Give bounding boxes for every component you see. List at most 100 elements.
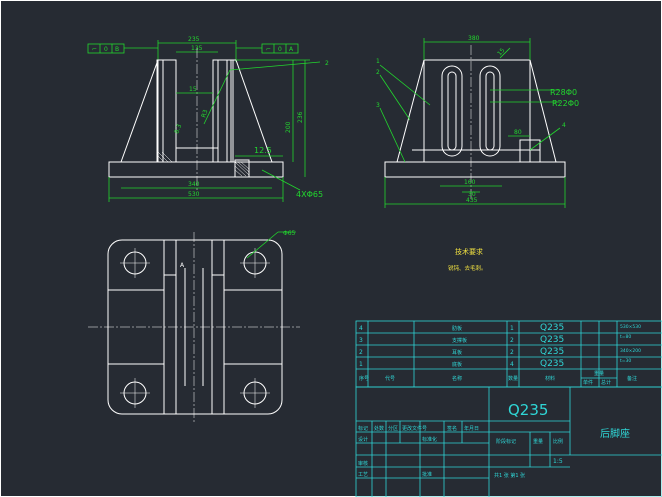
dim-small-15-text: 15 [189, 86, 197, 93]
bom-header-qty: 数量 [508, 375, 518, 382]
bom-table: 4 肋板 1 Q235 3 支撑板 2 Q235 2 耳板 2 Q235 1 底… [355, 320, 662, 388]
side-dim-right-h: 15 [496, 47, 506, 57]
title-scale-val: 1:5 [553, 458, 563, 465]
tolerance-right-sym: ⌐ [266, 46, 271, 53]
title-design: 设计 [358, 436, 368, 443]
dim-top-overall-text: 235 [188, 36, 200, 43]
bom-row-num: 4 [359, 325, 363, 332]
bom-row: 3 支撑板 2 Q235 [359, 335, 564, 345]
bom-row-material: Q235 [540, 323, 564, 333]
side-dim-r1: R28Φ0 [550, 88, 577, 97]
side-view: 380 R28Φ0 R22Φ0 80 160 30 435 15 1 2 3 [376, 35, 579, 208]
bom-note-2: 340×200 [620, 348, 641, 354]
bom-row-name: 肋板 [452, 325, 462, 332]
title-part-name: 后脚座 [600, 427, 630, 440]
bom-header-unit: 单件 [583, 379, 593, 386]
bom-header-name: 名称 [452, 375, 462, 382]
side-dim-bot-mid: 30 [468, 191, 476, 198]
side-dim-top: 380 [468, 35, 480, 42]
dim-holes: 4XΦ65 [261, 169, 323, 199]
side-dim-r2: R22Φ0 [552, 99, 579, 108]
title-row-count: 处数 [374, 425, 384, 432]
tech-requirements: 技术要求 锐钝、去毛刺。 [448, 247, 487, 272]
tech-req-line1: 锐钝、去毛刺。 [448, 264, 487, 272]
dim-bottom: 340 530 [108, 177, 284, 202]
bom-header-weight: 重量 [594, 370, 604, 377]
bom-row-num: 2 [359, 349, 363, 356]
title-review: 审核 [358, 460, 368, 467]
bom-row-name: 支撑板 [452, 337, 467, 344]
tolerance-frame-right: ⌐ 0 A [236, 43, 299, 54]
tech-req-title: 技术要求 [455, 247, 483, 256]
side-dim-mid: 80 [514, 129, 522, 136]
bom-row-name: 底板 [452, 361, 462, 368]
title-material: Q235 [508, 401, 548, 419]
side-label-4: 4 [562, 122, 566, 129]
bom-row: 4 肋板 1 Q235 [359, 323, 564, 333]
bom-row-qty: 4 [510, 361, 514, 368]
title-weight: 重量 [533, 438, 543, 445]
tolerance-left-ref: B [115, 46, 119, 53]
bom-row-num: 3 [359, 337, 363, 344]
side-part-outline [384, 59, 566, 178]
title-row-mark: 标记 [358, 425, 368, 432]
bom-note-0: 530×530 [620, 324, 641, 330]
dim-right-h1: 200 [285, 121, 292, 133]
front-part-outline [108, 59, 284, 178]
bom-header-material: 材料 [545, 375, 555, 382]
bom-row-material: Q235 [540, 347, 564, 357]
title-approve: 批准 [422, 471, 432, 478]
tolerance-right-val: 0 [278, 46, 282, 53]
bom-header-remark: 备注 [627, 375, 637, 382]
dim-slot-text: 12.5 [254, 146, 272, 155]
bom-header-num: 序号 [359, 375, 369, 382]
bom-note-1: t=80 [620, 334, 631, 340]
bom-row-name: 耳板 [452, 349, 462, 356]
side-label-1: 1 [376, 58, 380, 65]
dim-r3: R3 [200, 109, 209, 119]
bom-row: 2 耳板 2 Q235 [359, 347, 564, 357]
title-row-zone: 分区 [388, 425, 398, 432]
title-scale: 比例 [553, 438, 563, 445]
front-leader-2: 2 [325, 60, 329, 67]
dim-left-8-3: 8.3 [173, 123, 183, 135]
side-dims: 380 R28Φ0 R22Φ0 80 160 30 435 15 1 2 3 [376, 35, 579, 208]
dim-slot: 12.5 [235, 146, 283, 157]
top-view-leader: Φ65 [283, 230, 296, 237]
top-view-section-mark: A [180, 262, 185, 269]
tolerance-frame-left: ⌐ 0 B [87, 43, 158, 54]
front-view: ⌐ 0 B ⌐ 0 A 235 135 [87, 36, 329, 202]
bom-row: 1 底板 4 Q235 [359, 359, 564, 369]
bom-row-material: Q235 [540, 359, 564, 369]
side-label-3: 3 [376, 102, 380, 109]
dim-top-overall: 235 [157, 36, 237, 62]
bom-header-code: 代号 [385, 375, 395, 382]
dim-bottom-total: 530 [188, 191, 200, 198]
top-view: Φ65 A [88, 230, 300, 422]
title-row-date: 年月日 [464, 425, 479, 432]
side-dim-bot-inner: 160 [464, 179, 476, 186]
dim-right-h2: 236 [297, 111, 304, 123]
dim-bottom-inner: 340 [188, 181, 200, 188]
dim-small-15: 15 [176, 86, 213, 94]
side-dim-bot-total: 435 [466, 197, 478, 204]
dim-holes-text: 4XΦ65 [296, 190, 323, 199]
title-block: Q235 后脚座 标记 处数 分区 更改文件号 签名 年月日 设计 标准化 审核… [355, 386, 662, 497]
title-standard: 标准化 [422, 436, 437, 443]
tolerance-left-sym: ⌐ [92, 46, 97, 53]
title-process: 工艺 [358, 472, 368, 478]
tolerance-left-val: 0 [104, 46, 108, 53]
tolerance-right-ref: A [289, 46, 294, 53]
bom-row-num: 1 [359, 361, 363, 368]
bom-row-material: Q235 [540, 335, 564, 345]
title-stage: 阶段标记 [496, 438, 516, 445]
bom-row-qty: 2 [510, 337, 514, 344]
bom-header-total: 总计 [601, 379, 611, 386]
bom-row-qty: 2 [510, 349, 514, 356]
dim-right-heights: 200 236 [236, 59, 310, 177]
side-label-2: 2 [376, 69, 380, 76]
title-row-change: 更改文件号 [402, 425, 427, 432]
title-sheet: 共1 张 第1 张 [494, 472, 525, 479]
